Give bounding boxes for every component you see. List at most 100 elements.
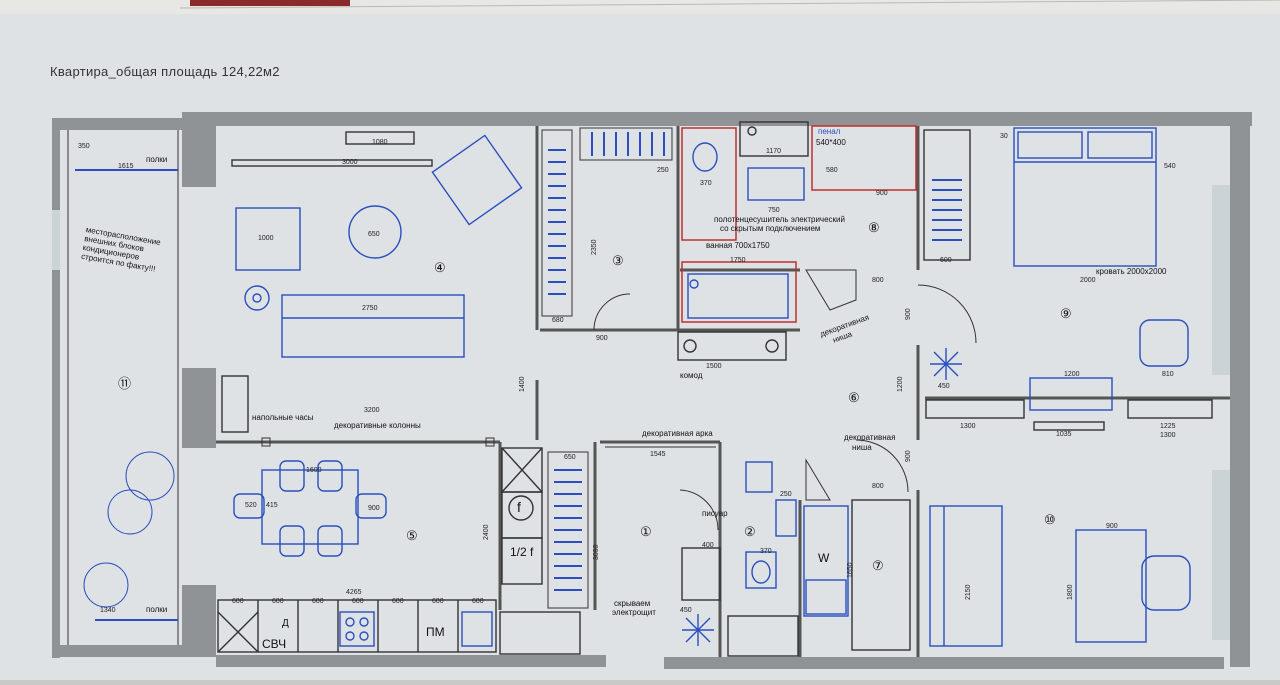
chair-3 <box>279 525 305 557</box>
wall-top-balcony <box>52 118 182 130</box>
room-6-number: ⑥ <box>848 390 860 405</box>
dim-900-desk: 900 <box>1106 523 1118 530</box>
bathtub-frame <box>681 261 797 323</box>
washbasin <box>747 167 805 201</box>
wall-left-outer <box>52 118 60 658</box>
bedroom-9 <box>923 127 1213 431</box>
microwave-label: СВЧ <box>262 637 286 651</box>
hall-cabinet <box>681 547 721 601</box>
room-1-number: ① <box>640 524 652 539</box>
dim-1300-9: 1300 <box>960 423 976 430</box>
dim-1300-10: 1300 <box>1160 432 1176 439</box>
dim-900-3: 900 <box>596 335 608 342</box>
room-4-number: ④ <box>434 260 446 275</box>
dim-900-table: 900 <box>368 505 380 512</box>
wall-left-top <box>182 112 216 187</box>
chair-5 <box>233 493 265 519</box>
burner-3 <box>345 631 355 641</box>
fridge-box-2 <box>501 537 543 585</box>
window-right-1 <box>1212 185 1230 375</box>
floor-clock-label: напольные часы <box>252 413 314 422</box>
bath-label: ванная 700x1750 <box>706 241 770 250</box>
dim-400: 400 <box>702 542 714 549</box>
dim-800-bottom: 800 <box>872 483 884 490</box>
dining-furniture <box>217 447 581 655</box>
cooktop <box>339 611 375 647</box>
penal-label: пенал <box>818 127 841 136</box>
ac-note: месторасположение внешних блоков кондици… <box>80 225 161 274</box>
dim-450-fan: 450 <box>680 607 692 614</box>
chair-2 <box>317 460 343 492</box>
dining-table <box>261 469 359 545</box>
dim-1615: 1615 <box>118 163 134 170</box>
paper-fold <box>179 0 1280 9</box>
burner-2 <box>359 617 369 627</box>
floor-lamp-center <box>252 293 262 303</box>
column-left <box>261 437 271 447</box>
wall-left-bottom <box>182 585 216 657</box>
dim-900-10: 900 <box>905 450 912 462</box>
washer-label: W <box>818 551 830 565</box>
toilet-8 <box>692 142 718 172</box>
bedroom-10 <box>929 505 1191 647</box>
deco-arch-label: декоративная арка <box>642 429 713 438</box>
room-11-number: ⑪ <box>118 376 131 391</box>
shelf-label-bottom: полки <box>146 605 167 614</box>
deco-columns-label: декоративные колонны <box>334 421 421 430</box>
dim-800-top: 800 <box>872 277 884 284</box>
room-9-number: ⑨ <box>1060 306 1072 321</box>
window-right-2 <box>1212 470 1230 640</box>
dim-1650: 1650 <box>847 562 854 578</box>
shelf-10-top <box>1033 421 1105 431</box>
dresser-9 <box>1029 377 1113 411</box>
floor-clock <box>221 375 249 433</box>
dim-1500: 1500 <box>706 363 722 370</box>
wall-top <box>182 112 1252 126</box>
dim-600-1: 600 <box>232 598 244 605</box>
burner-1 <box>345 617 355 627</box>
panel-cabinet <box>499 611 581 655</box>
laundry-counter <box>803 505 849 617</box>
dim-600-2: 600 <box>272 598 284 605</box>
dim-3200: 3200 <box>364 407 380 414</box>
deco-niche-top <box>805 269 857 311</box>
bed-label: кровать 2000x2000 <box>1096 267 1167 276</box>
chair-6 <box>355 493 387 519</box>
shelf-label-top: полки <box>146 155 167 164</box>
wall-right <box>1230 112 1250 667</box>
closet-3 <box>541 127 673 317</box>
pillow-2 <box>1087 131 1153 159</box>
dim-900-8: 900 <box>876 190 888 197</box>
counter-cross-2 <box>217 611 259 653</box>
dim-2400: 2400 <box>483 524 490 540</box>
dim-680: 680 <box>552 317 564 324</box>
wc-sink <box>775 499 797 537</box>
dim-600-5: 600 <box>392 598 404 605</box>
room-3-number: ③ <box>612 253 624 268</box>
bathroom-partition <box>681 127 737 241</box>
urinal-label: писуар <box>702 509 728 518</box>
bed <box>1013 127 1157 267</box>
dim-415: 415 <box>266 502 278 509</box>
wc-2 <box>681 461 799 657</box>
laundry-7 <box>803 499 911 651</box>
hide-panel-1: скрываем <box>614 599 650 608</box>
door-10-swing <box>855 439 909 493</box>
fridge-circle <box>508 495 534 521</box>
dim-600-9: 600 <box>940 257 952 264</box>
coffee-table <box>348 205 402 259</box>
dim-2750: 2750 <box>362 305 378 312</box>
wall-left-mid <box>182 368 216 448</box>
closet-3-rack-left <box>541 129 573 317</box>
column-right <box>485 437 495 447</box>
tv-stand <box>345 131 415 145</box>
dim-3000: 3000 <box>342 159 358 166</box>
dim-600-6: 600 <box>432 598 444 605</box>
towel-line-1: полотенцесушитель электрический <box>714 215 845 224</box>
dim-30: 30 <box>1000 133 1008 140</box>
dim-1200-6: 1200 <box>897 376 904 392</box>
sink <box>461 611 493 647</box>
balcony-table <box>107 489 153 535</box>
